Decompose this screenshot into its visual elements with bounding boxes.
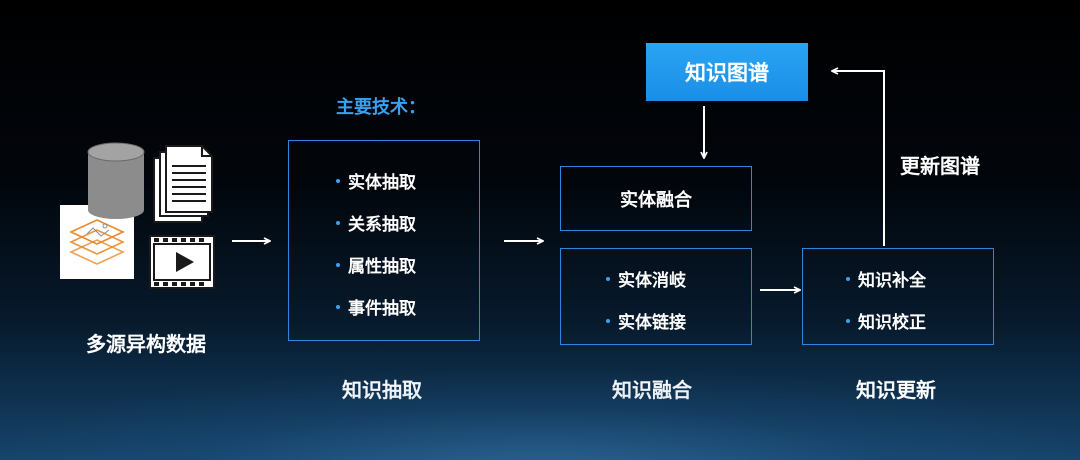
bullet-icon xyxy=(336,178,340,183)
knowledge-graph-box: 知识图谱 xyxy=(646,43,808,101)
extraction-stage-label: 知识抽取 xyxy=(342,378,422,402)
sources-label: 多源异构数据 xyxy=(86,332,206,356)
fusion-item-linking: 实体链接 xyxy=(606,308,686,333)
extraction-item-event: 事件抽取 xyxy=(336,294,416,319)
update-item-correction: 知识校正 xyxy=(846,308,926,333)
bullet-icon xyxy=(606,276,610,281)
extraction-item-label: 事件抽取 xyxy=(348,299,416,319)
extraction-item-label: 实体抽取 xyxy=(348,173,416,193)
bullet-icon xyxy=(846,276,850,281)
update-item-label: 知识校正 xyxy=(858,313,926,333)
bullet-icon xyxy=(336,220,340,225)
entity-fusion-box: 实体融合 xyxy=(560,166,752,231)
update-box xyxy=(802,248,994,345)
arrow-update-to-kg xyxy=(832,71,885,246)
source-data-icons xyxy=(58,140,218,290)
fusion-stage-label: 知识融合 xyxy=(612,378,692,402)
feedback-label: 更新图谱 xyxy=(900,154,980,178)
extraction-item-relation: 关系抽取 xyxy=(336,210,416,235)
update-item-label: 知识补全 xyxy=(858,271,926,291)
fusion-item-disambiguation: 实体消岐 xyxy=(606,266,686,291)
database-icon xyxy=(87,142,145,219)
source-icons-svg xyxy=(60,142,215,289)
fusion-item-label: 实体链接 xyxy=(618,313,686,333)
extraction-item-attribute: 属性抽取 xyxy=(336,252,416,277)
bullet-icon xyxy=(606,318,610,323)
bullet-icon xyxy=(336,262,340,267)
extraction-item-label: 关系抽取 xyxy=(348,215,416,235)
fusion-item-label: 实体消岐 xyxy=(618,271,686,291)
extraction-item-label: 属性抽取 xyxy=(348,257,416,277)
update-item-completion: 知识补全 xyxy=(846,266,926,291)
update-stage-label: 知识更新 xyxy=(856,378,936,402)
bullet-icon xyxy=(336,304,340,309)
bullet-icon xyxy=(846,318,850,323)
extraction-box xyxy=(288,140,480,341)
extraction-item-entity: 实体抽取 xyxy=(336,168,416,193)
tech-title: 主要技术： xyxy=(336,97,426,118)
fusion-box xyxy=(560,248,752,345)
document-icon xyxy=(153,145,213,223)
video-icon xyxy=(149,235,215,289)
